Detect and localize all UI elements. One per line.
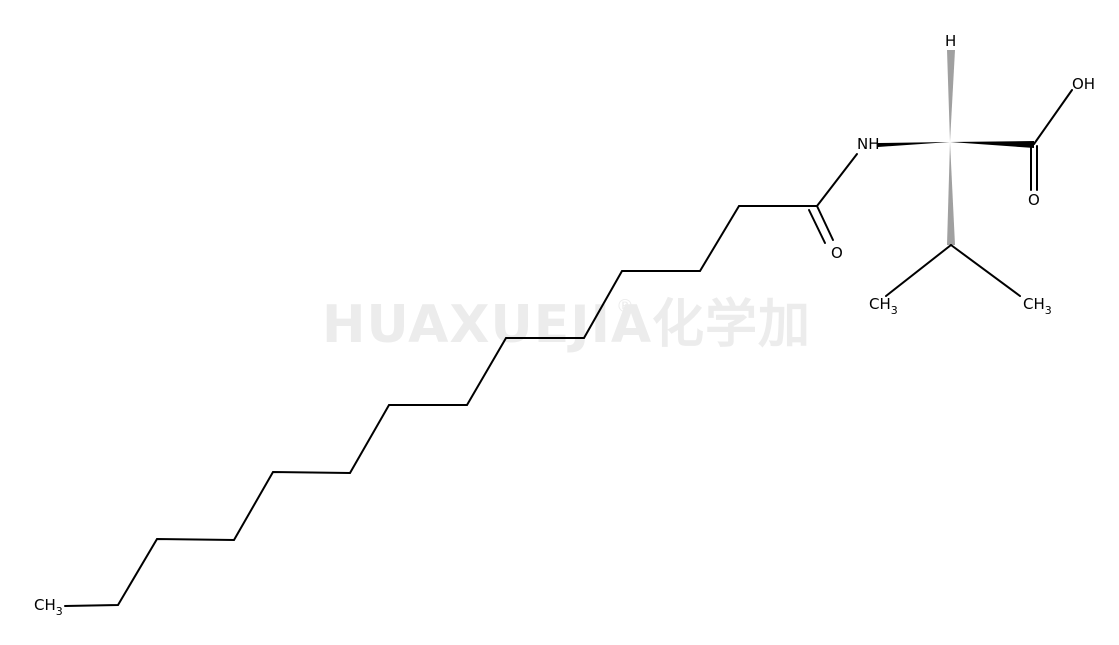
atom-label-ch3-left: CH3 — [869, 295, 898, 317]
carboxyl-oh-bond — [1033, 89, 1073, 145]
atom-label-ch3-chain: CH3 — [34, 596, 63, 618]
atom-label-o-amide: O — [831, 244, 843, 262]
atom-label-ch3-right: CH3 — [1023, 295, 1052, 317]
wedge-bond-carboxyl — [950, 141, 1034, 148]
hash-bond-isopropyl — [947, 142, 955, 245]
watermark-brand: HUAXUEJIA — [322, 295, 652, 355]
watermark-chinese: 化学加 — [652, 295, 811, 355]
atom-label-o-acid: O — [1028, 191, 1040, 209]
isopropyl-right-bond — [950, 244, 1021, 297]
alkyl-chain — [64, 205, 818, 607]
atom-label-oh: OH — [1072, 75, 1095, 93]
atom-label-h: H — [945, 32, 956, 50]
carboxyl-carbonyl-bond — [1030, 145, 1038, 191]
hash-bond-h — [947, 50, 955, 142]
watermark: HUAXUEJIA ® 化学加 — [322, 295, 811, 355]
amide-carbonyl-bond — [808, 205, 834, 244]
wedge-bond-n — [878, 142, 950, 147]
isopropyl-left-bond — [885, 244, 952, 297]
watermark-registered-mark: ® — [616, 296, 634, 317]
amide-cn-bond — [816, 153, 858, 207]
atom-label-nh: NH — [857, 135, 880, 153]
